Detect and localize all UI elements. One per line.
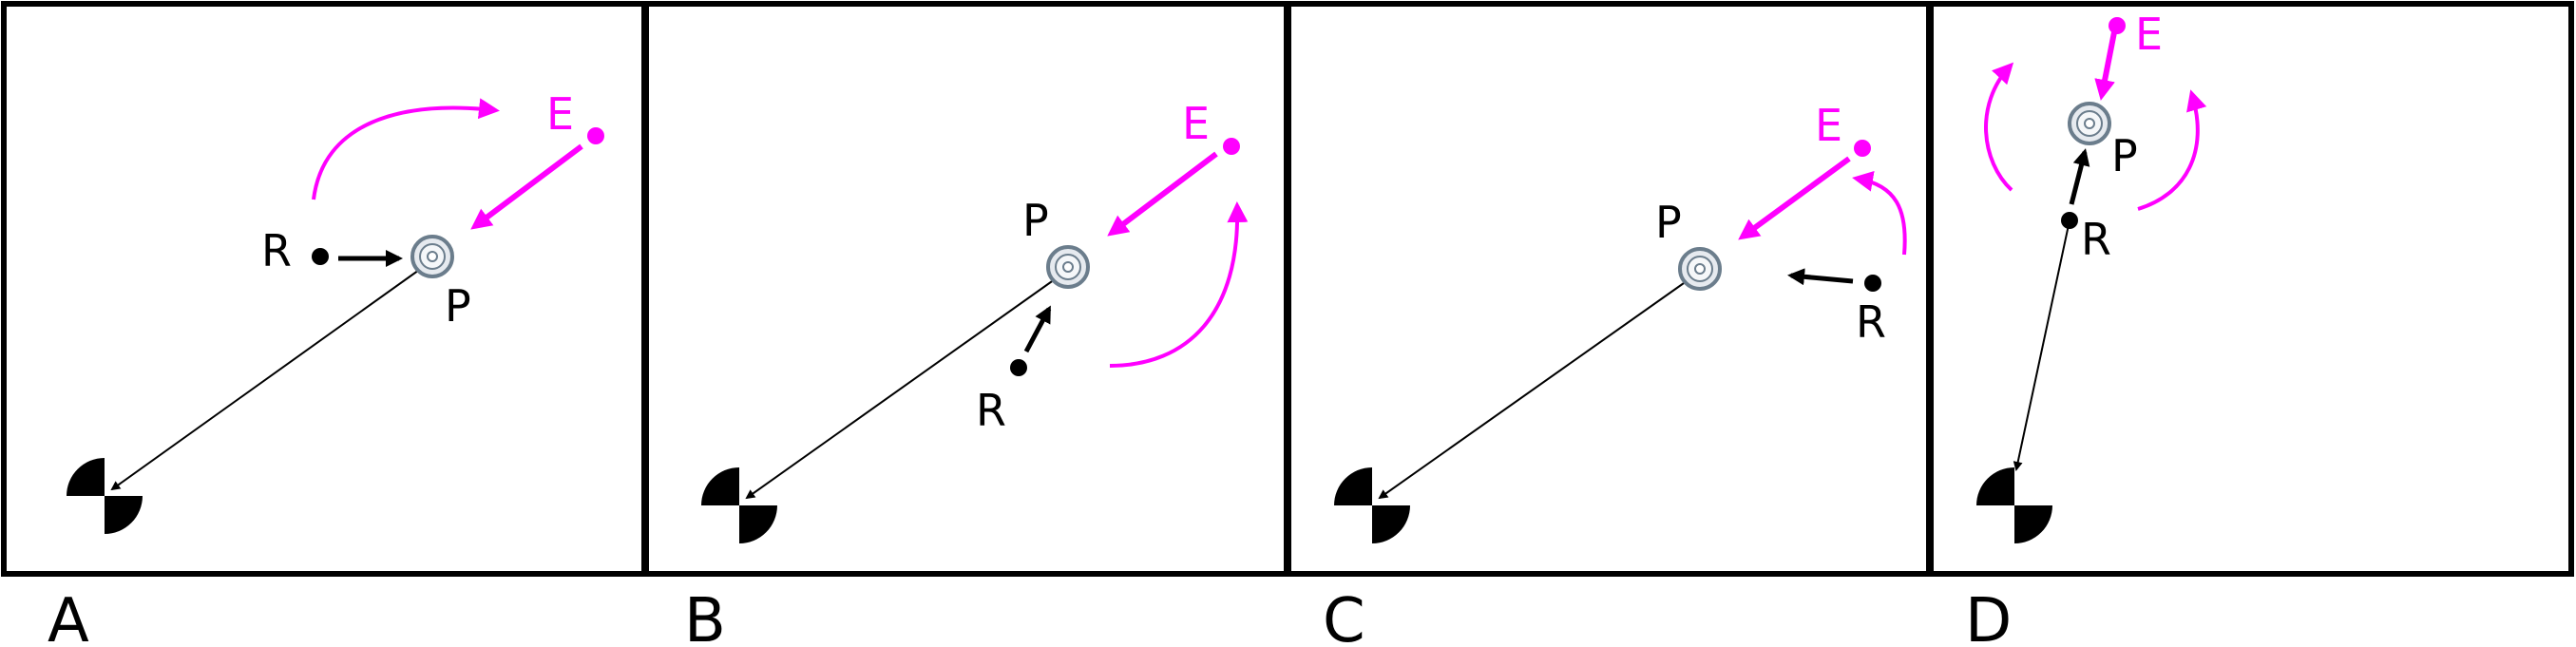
pivot-ring-icon bbox=[1678, 247, 1722, 291]
panel-a: E R P bbox=[1, 1, 647, 577]
checkered-target-icon bbox=[701, 467, 777, 543]
label-p: P bbox=[2111, 130, 2138, 181]
rotation-arrow bbox=[1109, 201, 1249, 368]
pivot-ring-icon bbox=[410, 235, 454, 278]
label-e: E bbox=[2135, 9, 2163, 60]
pointing-line bbox=[1378, 282, 1685, 500]
reference-dot bbox=[2061, 212, 2078, 229]
label-r: R bbox=[2081, 214, 2111, 265]
panel-d: E R P bbox=[1928, 1, 2574, 577]
label-e: E bbox=[1182, 98, 1210, 149]
effector-dot bbox=[587, 127, 604, 144]
rotation-arrow bbox=[1852, 170, 1907, 256]
effector-dot bbox=[1223, 138, 1240, 155]
panel-c-frame bbox=[1286, 1, 1932, 577]
panel-d-frame bbox=[1928, 1, 2574, 577]
label-p: P bbox=[1655, 197, 1682, 248]
panel-letter-c: C bbox=[1323, 586, 1365, 647]
reference-arrow bbox=[2069, 148, 2090, 205]
checkered-target-icon bbox=[1334, 467, 1410, 543]
panel-a-frame bbox=[1, 1, 647, 577]
effector-dot bbox=[1854, 140, 1871, 157]
pointing-line bbox=[745, 278, 1056, 500]
pointing-line bbox=[2013, 219, 2070, 471]
pointing-line bbox=[110, 267, 423, 491]
label-p: P bbox=[1022, 195, 1049, 246]
reference-dot bbox=[1864, 275, 1881, 292]
effector-dot bbox=[2109, 17, 2126, 34]
label-r: R bbox=[1856, 296, 1886, 348]
reference-dot bbox=[1010, 359, 1027, 376]
checkered-target-icon bbox=[1976, 467, 2052, 543]
label-r: R bbox=[261, 225, 292, 276]
pivot-ring-icon bbox=[1046, 245, 1090, 289]
panel-letter-a: A bbox=[48, 586, 89, 647]
effector-arrow bbox=[1107, 151, 1218, 237]
panel-letter-b: B bbox=[684, 586, 726, 647]
effector-arrow bbox=[1738, 156, 1851, 240]
label-e: E bbox=[1815, 100, 1842, 151]
pivot-ring-icon bbox=[2068, 102, 2111, 145]
effector-arrow bbox=[2094, 31, 2117, 101]
effector-arrow bbox=[470, 143, 583, 230]
reference-dot bbox=[312, 248, 329, 265]
checkered-target-icon bbox=[67, 458, 143, 534]
panel-b-frame bbox=[643, 1, 1289, 577]
label-p: P bbox=[445, 280, 471, 332]
rotation-arrow-left bbox=[1984, 62, 2014, 192]
reference-arrow bbox=[1787, 268, 1854, 286]
reference-arrow bbox=[1023, 305, 1052, 353]
label-r: R bbox=[976, 385, 1006, 436]
panel-c: E R P bbox=[1286, 1, 1932, 577]
panel-letter-d: D bbox=[1965, 586, 2012, 647]
rotation-arrow bbox=[312, 98, 500, 200]
panel-b: E R P bbox=[643, 1, 1289, 577]
label-e: E bbox=[546, 88, 574, 140]
rotation-arrow-right bbox=[2137, 89, 2207, 211]
